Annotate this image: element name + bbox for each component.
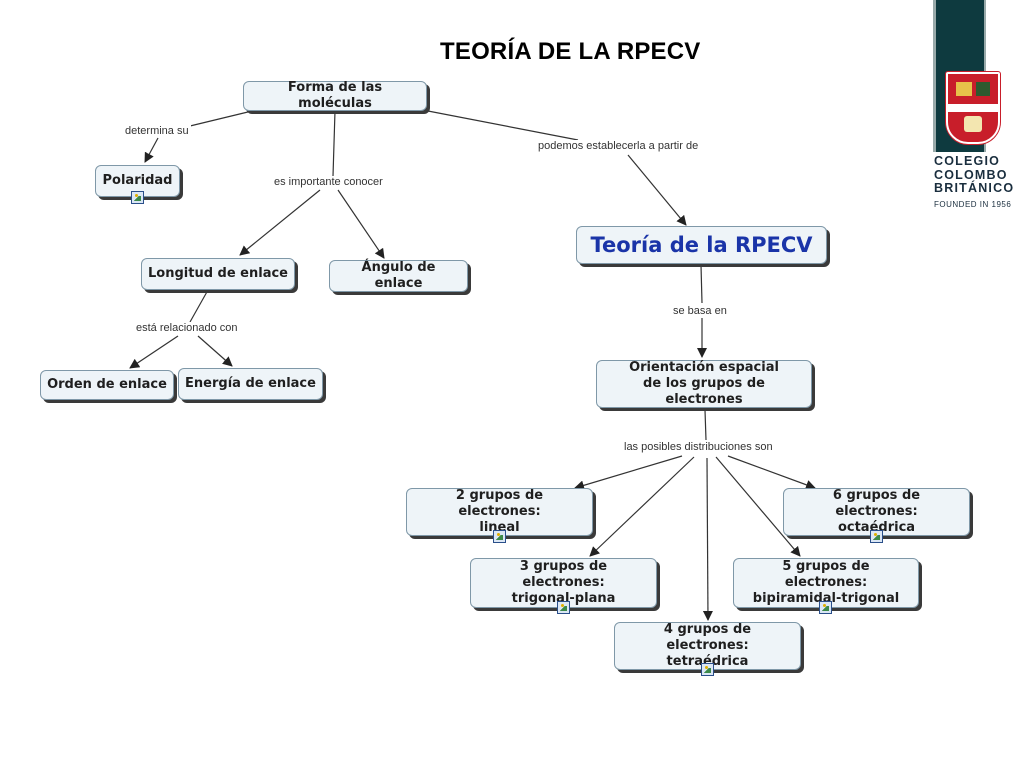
image-icon[interactable] <box>701 663 714 676</box>
node-label: Forma de las moléculas <box>287 80 383 111</box>
node-label: Orientación espacial de los grupos de el… <box>629 360 779 407</box>
school-name-line1: COLEGIO <box>934 154 1001 168</box>
node-orientacion-espacial[interactable]: Orientación espacial de los grupos de el… <box>596 360 812 408</box>
node-5-grupos[interactable]: 5 grupos de electrones: bipiramidal-trig… <box>733 558 919 608</box>
node-orden-enlace[interactable]: Orden de enlace <box>40 370 174 400</box>
link-label-podemos: podemos establecerla a partir de <box>536 140 701 152</box>
arrow-relacionado-orden <box>129 335 179 369</box>
arrow-relacionado-energia <box>197 335 233 367</box>
node-label: 5 grupos de electrones: bipiramidal-trig… <box>752 559 900 606</box>
link-label-importante: es importante conocer <box>272 176 385 188</box>
link-orientacion-posibles <box>704 409 707 441</box>
arrow-posibles-g2 <box>574 455 683 491</box>
node-label: Ángulo de enlace <box>361 260 436 291</box>
arrow-posibles-g6 <box>727 455 816 490</box>
arrow-importante-longitud <box>239 189 321 256</box>
image-icon[interactable] <box>819 601 832 614</box>
node-label: Energía de enlace <box>185 376 316 391</box>
node-label: Longitud de enlace <box>148 266 289 281</box>
arrow-importante-angulo <box>337 189 385 259</box>
crest-logo <box>946 72 1000 144</box>
link-forma-importante <box>332 110 336 177</box>
link-label-relacionado: está relacionado con <box>134 322 240 334</box>
image-icon[interactable] <box>131 191 144 204</box>
image-icon[interactable] <box>557 601 570 614</box>
arrow-determina-polaridad <box>144 137 159 163</box>
image-icon[interactable] <box>870 530 883 543</box>
node-4-grupos[interactable]: 4 grupos de electrones: tetraédrica <box>614 622 801 670</box>
link-label-posibles: las posibles distribuciones son <box>622 441 775 453</box>
school-name-line2: COLOMBO <box>934 167 1008 182</box>
node-6-grupos[interactable]: 6 grupos de electrones: octaédrica <box>783 488 970 536</box>
school-name: COLEGIO COLOMBO BRITÁNICO <box>934 154 1024 196</box>
node-label: 2 grupos de electrones: lineal <box>455 488 544 535</box>
node-label: 6 grupos de electrones: octaédrica <box>832 488 921 535</box>
node-forma-moleculas[interactable]: Forma de las moléculas <box>243 80 427 111</box>
arrow-posibles-g4 <box>702 457 713 621</box>
arrow-posibles-g5 <box>715 456 801 557</box>
founded-text: FOUNDED IN 1956 <box>934 200 1012 209</box>
node-label: 4 grupos de electrones: tetraédrica <box>663 622 752 669</box>
link-forma-podemos <box>427 110 579 141</box>
node-teoria-rpecv[interactable]: Teoría de la RPECV <box>576 226 827 264</box>
node-energia-enlace[interactable]: Energía de enlace <box>178 368 323 400</box>
node-longitud-enlace[interactable]: Longitud de enlace <box>141 258 295 290</box>
link-forma-determina <box>189 110 253 127</box>
node-angulo-enlace[interactable]: Ángulo de enlace <box>329 260 468 292</box>
link-label-basa: se basa en <box>671 305 729 317</box>
link-teoria-basa <box>700 264 703 304</box>
arrow-posibles-g3 <box>589 456 695 557</box>
node-label: 3 grupos de electrones: trigonal-plana <box>511 559 616 606</box>
node-label: Teoría de la RPECV <box>590 233 813 257</box>
arrow-podemos-teoria <box>627 154 687 226</box>
link-label-determina: determina su <box>123 125 191 137</box>
page-title: TEORÍA DE LA RPECV <box>440 38 701 65</box>
node-3-grupos[interactable]: 3 grupos de electrones: trigonal-plana <box>470 558 657 608</box>
node-2-grupos[interactable]: 2 grupos de electrones: lineal <box>406 488 593 536</box>
image-icon[interactable] <box>493 530 506 543</box>
school-name-line3: BRITÁNICO <box>934 181 1015 195</box>
link-longitud-relacionado <box>189 289 209 323</box>
node-label: Orden de enlace <box>47 377 167 392</box>
node-label: Polaridad <box>102 173 173 188</box>
